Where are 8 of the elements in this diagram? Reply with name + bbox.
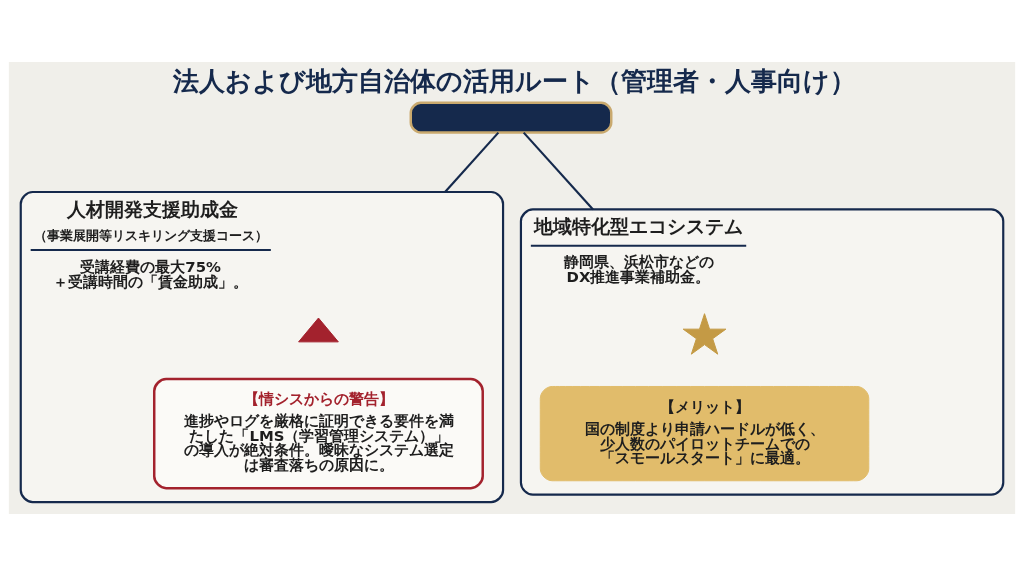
node-triangle bbox=[298, 317, 339, 343]
node-box: 【情シスからの警告】 進捗やログを厳格に証明できる要件を満たした「LMS（学習管理システム）」の導入が絶対条件。曖昧なシステム選定は審査落ちの原因に。 bbox=[153, 377, 484, 490]
connector bbox=[444, 131, 500, 193]
diagram-title: 法人および地方自治体の活用ルート（管理者・人事向け） bbox=[173, 65, 857, 96]
node-star bbox=[682, 313, 727, 355]
connector bbox=[522, 131, 594, 211]
node-box bbox=[409, 101, 613, 134]
node-box: 【メリット】 国の制度より申請ハードルが低く、少人数のパイロットチームでの「スモールスタート」に最適。 bbox=[539, 385, 870, 482]
